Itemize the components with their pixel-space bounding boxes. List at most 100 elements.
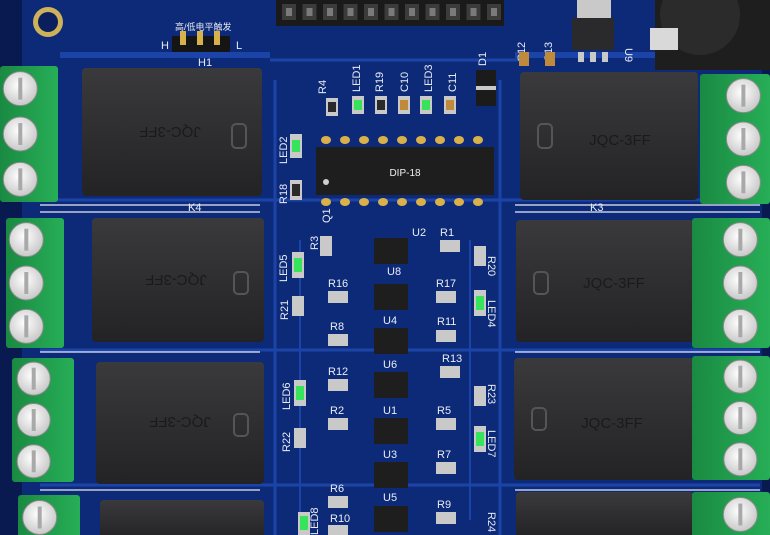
header-left-label: H bbox=[161, 40, 169, 52]
r22-ref: R22 bbox=[281, 432, 293, 452]
screw-slot bbox=[738, 228, 743, 251]
dip-label: DIP-18 bbox=[389, 168, 421, 179]
screw-slot bbox=[738, 315, 743, 338]
screw-slot bbox=[741, 84, 746, 107]
relay-left-1: JQC-3FF K4 bbox=[82, 68, 262, 214]
screw-terminal-block bbox=[6, 218, 64, 348]
led6-ref: LED6 bbox=[281, 382, 293, 410]
relay-right-4 bbox=[516, 492, 694, 535]
dip-pin bbox=[340, 136, 350, 144]
screw-slot bbox=[18, 123, 23, 145]
led8-ref: LED8 bbox=[309, 507, 321, 535]
r17-ref: R17 bbox=[436, 278, 456, 290]
dip-pin bbox=[321, 198, 331, 206]
r10-ref: R10 bbox=[330, 513, 350, 525]
dip-pin bbox=[416, 198, 426, 206]
top-pin-header bbox=[276, 0, 504, 26]
relay-right-3-label: JQC-3FF bbox=[581, 415, 643, 432]
r20-ref: R20 bbox=[485, 256, 497, 276]
relay-right-1: JQC-3FF K3 bbox=[520, 72, 698, 214]
header-pin-hole bbox=[450, 8, 456, 16]
screw-slot bbox=[738, 407, 743, 429]
led4-ref: LED4 bbox=[485, 300, 497, 328]
relay-left-2: JQC-3FF bbox=[92, 218, 264, 342]
voltage-regulator: U9 bbox=[572, 0, 634, 62]
r1-ref: R1 bbox=[440, 227, 454, 239]
r6-ref: R6 bbox=[330, 483, 344, 495]
screw-terminal-block bbox=[692, 218, 770, 348]
screw-slot bbox=[31, 367, 36, 390]
r5-ref: R5 bbox=[437, 405, 451, 417]
screw-terminal-block bbox=[12, 358, 74, 482]
screw-slot bbox=[741, 171, 746, 194]
u9-ref: U9 bbox=[622, 48, 634, 62]
screw-slot bbox=[31, 409, 36, 431]
led1-ref: LED1 bbox=[351, 64, 363, 92]
r2-ref: R2 bbox=[330, 405, 344, 417]
relay-left-2-label: JQC-3FF bbox=[145, 271, 207, 288]
c11-ref: C11 bbox=[447, 73, 459, 92]
h1-jumper-header: 高/低电平触发 H L H1 bbox=[161, 21, 242, 69]
dip-pin bbox=[416, 136, 426, 144]
u5-ref: U5 bbox=[383, 492, 397, 504]
dip-pin bbox=[454, 136, 464, 144]
dip-pin bbox=[473, 136, 483, 144]
relay-left-3-label: JQC-3FF bbox=[149, 413, 211, 430]
r9-ref: R9 bbox=[437, 499, 451, 511]
header-pin-hole bbox=[306, 8, 313, 16]
r23-ref: R23 bbox=[485, 384, 497, 404]
r21-ref: R21 bbox=[279, 300, 291, 320]
left-column-components: LED2 R18 R3 LED5 R21 LED6 R22 LED8 bbox=[278, 134, 332, 535]
header-pin-hole bbox=[368, 8, 374, 16]
header-pin-hole bbox=[347, 8, 354, 16]
r8-ref: R8 bbox=[330, 321, 344, 333]
r3-ref: R3 bbox=[309, 236, 321, 250]
header-right-label: L bbox=[236, 40, 242, 52]
dip-pin bbox=[359, 198, 369, 206]
led3-ref: LED3 bbox=[423, 64, 435, 92]
led7-ref: LED7 bbox=[485, 430, 497, 458]
relay-left-4 bbox=[100, 500, 264, 535]
dip-pin bbox=[340, 198, 350, 206]
u1-ref: U1 bbox=[383, 405, 397, 417]
header-pin-hole bbox=[286, 8, 292, 16]
dip-pin bbox=[378, 136, 388, 144]
r19-ref: R19 bbox=[374, 72, 386, 92]
header-title: 高/低电平触发 bbox=[175, 21, 232, 32]
dip-pin bbox=[359, 136, 369, 144]
u2-ref: U2 bbox=[412, 227, 426, 239]
dip-pin bbox=[321, 136, 331, 144]
dip-pin bbox=[435, 136, 445, 144]
r24-ref: R24 bbox=[485, 512, 497, 532]
screw-terminal-block bbox=[18, 495, 80, 535]
screw-slot bbox=[24, 272, 29, 294]
dip18-ic: DIP-18 Q1 bbox=[316, 136, 494, 223]
center-components: U2 R1 R20 U8 R16 R17 LED4 U4 R8 R11 U6 R… bbox=[328, 227, 497, 535]
header-pin-hole bbox=[409, 8, 415, 16]
screw-slot bbox=[18, 77, 23, 100]
board-outlines bbox=[40, 204, 760, 491]
dc-jack bbox=[650, 0, 770, 70]
k3-ref: K3 bbox=[590, 202, 603, 214]
header-ref: H1 bbox=[198, 57, 212, 69]
r4-ref: R4 bbox=[317, 80, 329, 94]
screw-terminal-block bbox=[692, 492, 770, 535]
dip-pin bbox=[378, 198, 388, 206]
r11-ref: R11 bbox=[437, 316, 456, 328]
header-pin-hole bbox=[327, 8, 333, 16]
header-pin-hole bbox=[388, 8, 395, 16]
screw-slot bbox=[741, 128, 746, 150]
u6-ref: U6 bbox=[383, 359, 397, 371]
led5-ref: LED5 bbox=[278, 254, 290, 282]
header-pin-hole bbox=[491, 8, 497, 16]
q1-ref: Q1 bbox=[321, 208, 333, 223]
u8-ref: U8 bbox=[387, 266, 401, 278]
relay-left-3: JQC-3FF bbox=[96, 362, 264, 484]
screw-slot bbox=[24, 315, 29, 338]
relay-right-1-label: JQC-3FF bbox=[589, 132, 651, 149]
screw-slot bbox=[738, 365, 743, 388]
relay-left-1-label: JQC-3FF bbox=[139, 123, 201, 140]
relay-right-2-label: JQC-3FF bbox=[583, 275, 645, 292]
